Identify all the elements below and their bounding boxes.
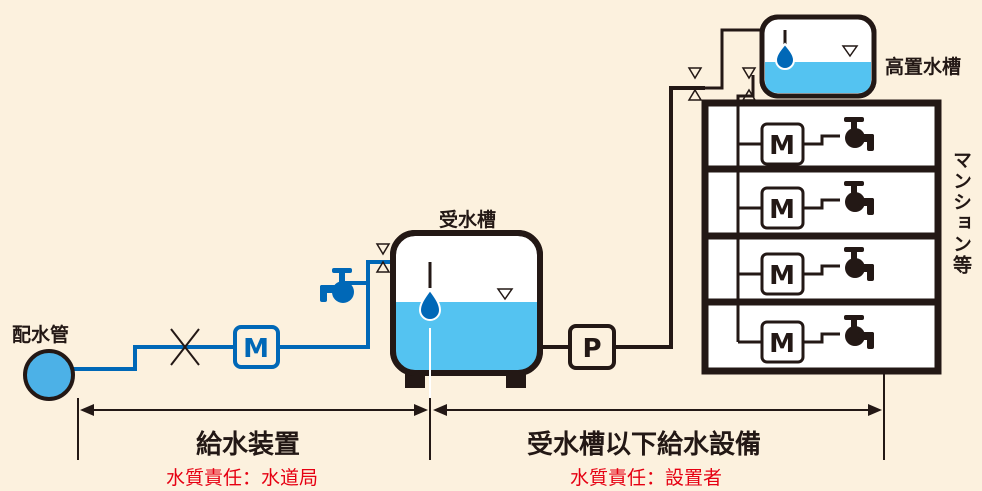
floor-meter-label: M (769, 131, 795, 161)
supply-meter-box (233, 325, 280, 369)
valve-icon (170, 328, 200, 366)
water-drop-icon (774, 42, 796, 70)
building-label: マンション等 (950, 150, 972, 276)
pump-label: P (582, 334, 601, 364)
main-pipe-icon (23, 349, 75, 401)
valve-marker-icon (687, 67, 757, 101)
valve-marker-icon (375, 243, 391, 273)
floor-meters (760, 122, 805, 364)
supply-meter-label: M (243, 334, 269, 364)
water-level-icon (496, 288, 514, 301)
faucet-icon (320, 268, 354, 303)
water-level-icon (841, 45, 859, 58)
elevated-tank (759, 14, 877, 99)
receiving-tank-label: 受水槽 (439, 209, 497, 231)
floor-meter-label: M (769, 195, 795, 225)
main-pipe-label: 配水管 (12, 324, 70, 346)
floor-fixtures (738, 134, 840, 344)
responsibility-supply-label: 水質責任：水道局 (166, 467, 319, 489)
floor-meter-label: M (769, 329, 795, 359)
elevated-tank-label: 高置水槽 (885, 56, 962, 78)
faucet-icon (844, 117, 874, 349)
building (701, 99, 942, 375)
section-tank-label: 受水槽以下給水設備 (527, 430, 762, 460)
dimension-lines (77, 370, 885, 460)
water-drop-icon (418, 288, 442, 321)
section-supply-label: 給水装置 (196, 430, 301, 460)
receiving-tank (390, 230, 543, 388)
floor-meter-label: M (769, 261, 795, 291)
responsibility-tank-label: 水質責任：設置者 (570, 467, 723, 489)
